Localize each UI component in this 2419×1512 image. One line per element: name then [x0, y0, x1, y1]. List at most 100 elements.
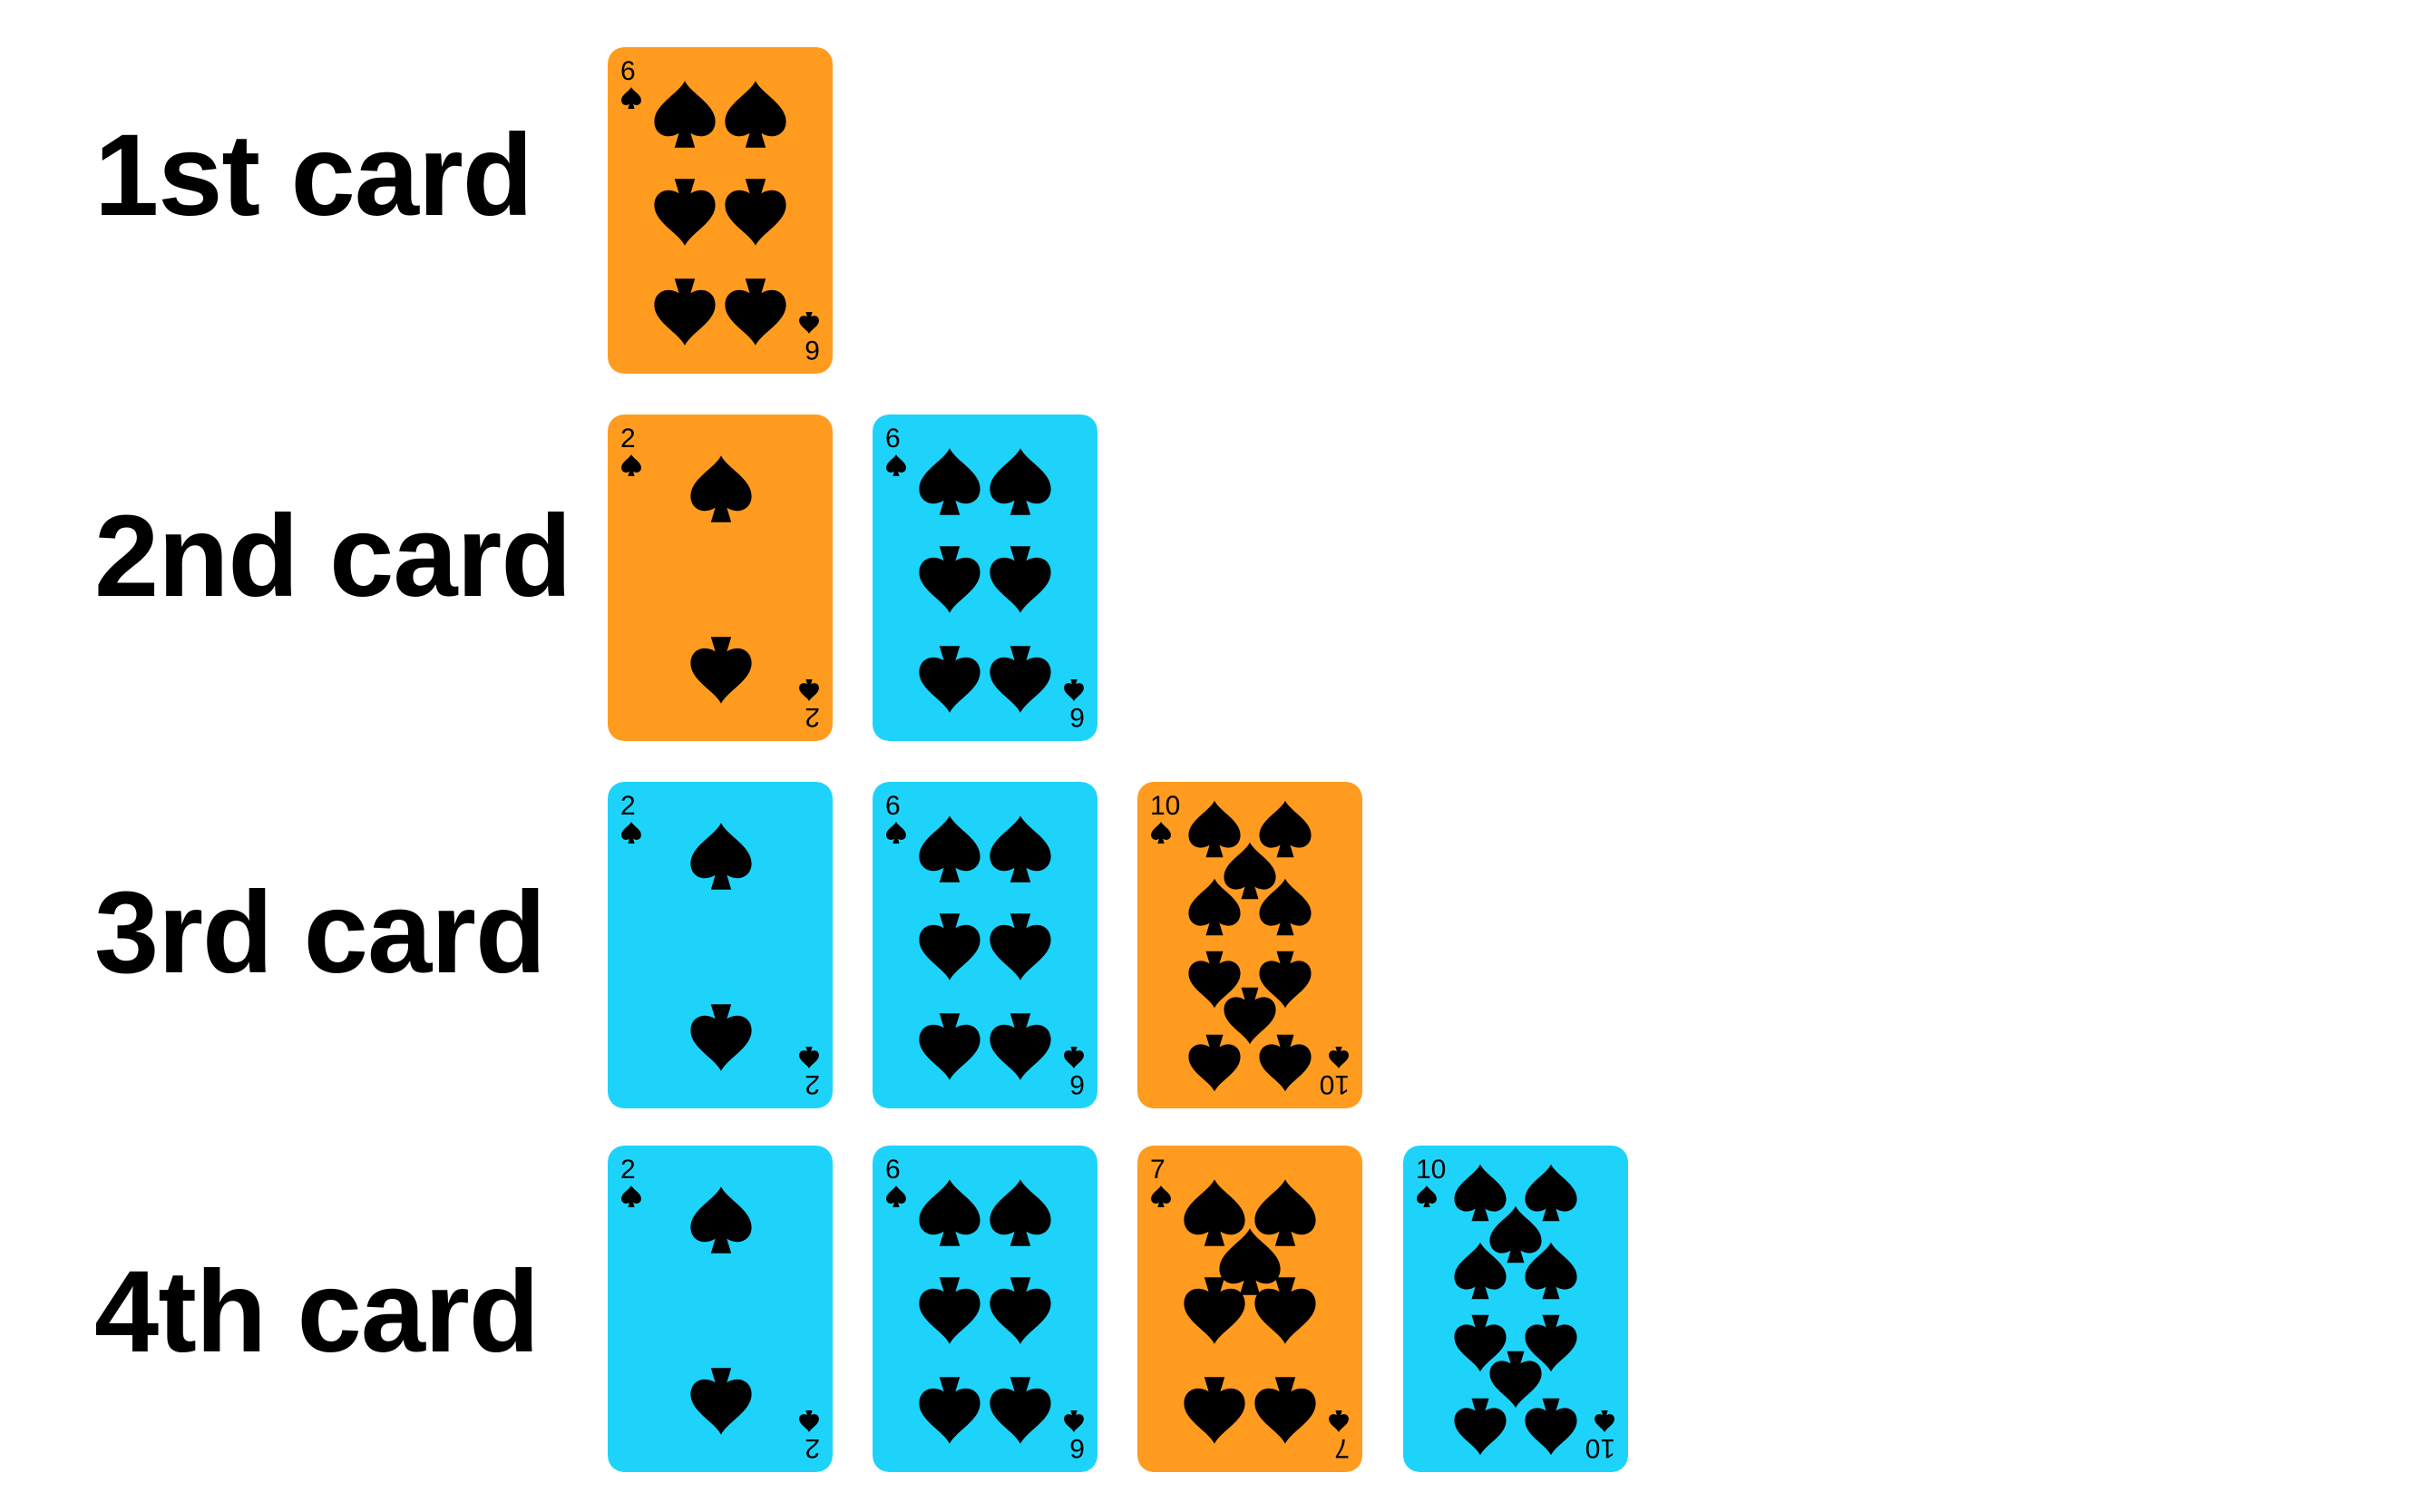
spade-icon [990, 448, 1051, 515]
spade-icon [654, 81, 716, 148]
spade-icon [725, 179, 786, 246]
spade-icon [1184, 1277, 1245, 1344]
spade-icon [1184, 1179, 1245, 1246]
card-background [608, 47, 833, 374]
spade-icon [799, 1410, 819, 1432]
spade-icon [654, 179, 716, 246]
spade-icon [690, 455, 752, 522]
corner-index-bottom: 10 [1585, 1410, 1615, 1463]
spade-icon [990, 1377, 1051, 1444]
corner-rank-bottom: 2 [805, 702, 820, 732]
spade-icon [1151, 1185, 1171, 1207]
card-background [1137, 782, 1362, 1108]
spade-icon [886, 1185, 906, 1207]
spade-icon [1525, 1398, 1577, 1456]
corner-index-bottom: 2 [799, 1047, 820, 1099]
spade-icon [690, 1004, 752, 1071]
spade-icon [690, 637, 752, 704]
corner-rank-top: 2 [620, 424, 636, 454]
spade-icon [1219, 1228, 1281, 1295]
corner-rank-top: 10 [1416, 1155, 1446, 1185]
spade-icon [1329, 1410, 1349, 1432]
spade-icon [1188, 1034, 1241, 1092]
spade-icon [1595, 1410, 1614, 1432]
spade-icon [725, 278, 786, 346]
corner-rank-bottom: 2 [805, 1069, 820, 1099]
spade-icon [1259, 1034, 1312, 1092]
spade-icon [990, 1179, 1051, 1246]
card-face: 10 10 [1403, 1146, 1628, 1472]
corner-index-bottom: 6 [1064, 1410, 1085, 1463]
spade-icon [990, 1277, 1051, 1344]
corner-rank-bottom: 10 [1320, 1069, 1350, 1099]
card-face: 66 [873, 1146, 1097, 1472]
card-face: 77 [1137, 1146, 1362, 1472]
corner-rank-bottom: 6 [1069, 1433, 1085, 1463]
spade-icon [799, 679, 819, 701]
corner-index-bottom: 10 [1320, 1047, 1350, 1099]
row-label-2: 2nd card [94, 492, 571, 621]
card-face: 22 [608, 415, 833, 741]
card-row3-3: 10 10 [1137, 782, 1362, 1108]
card-face: 66 [608, 47, 833, 374]
spade-icon [1329, 1047, 1349, 1068]
spade-icon [725, 81, 786, 148]
spade-icon [1525, 1242, 1577, 1300]
spade-icon [919, 913, 980, 980]
corner-rank-bottom: 6 [1069, 1069, 1085, 1099]
spade-icon [990, 913, 1051, 980]
spade-icon [1224, 842, 1276, 900]
corner-rank-bottom: 7 [1334, 1433, 1350, 1463]
spade-icon [1454, 1398, 1507, 1456]
spade-icon [919, 815, 980, 883]
spade-icon [1064, 1410, 1084, 1432]
corner-index-bottom: 6 [1064, 1047, 1085, 1099]
spade-icon [1184, 1377, 1245, 1444]
spade-icon [1489, 1205, 1542, 1263]
spade-icon [1188, 878, 1241, 936]
corner-rank-top: 6 [620, 56, 636, 86]
spade-icon [919, 1377, 980, 1444]
row-label-4: 4th card [94, 1247, 540, 1377]
spade-icon [1254, 1377, 1316, 1444]
spade-icon [621, 822, 641, 844]
spade-icon [919, 1277, 980, 1344]
card-background [1403, 1146, 1628, 1472]
spade-icon [990, 646, 1051, 713]
spade-icon [1417, 1185, 1437, 1207]
spade-icon [1224, 987, 1276, 1045]
spade-icon [1151, 822, 1171, 844]
card-background [873, 782, 1097, 1108]
spade-icon [690, 1186, 752, 1253]
card-row4-4: 10 10 [1403, 1146, 1628, 1472]
corner-index-bottom: 7 [1329, 1410, 1350, 1463]
spade-icon [1254, 1277, 1316, 1344]
spade-icon [990, 546, 1051, 613]
spade-icon [621, 87, 641, 109]
spade-icon [990, 815, 1051, 883]
card-background [608, 415, 833, 741]
spade-icon [1259, 878, 1312, 936]
spade-icon [990, 1013, 1051, 1080]
row-label-1: 1st card [94, 111, 533, 240]
corner-index-bottom: 2 [799, 1410, 820, 1463]
spade-icon [690, 823, 752, 890]
spade-icon [621, 1185, 641, 1207]
spade-icon [1188, 800, 1241, 858]
spade-icon [1188, 951, 1241, 1009]
card-face: 66 [873, 415, 1097, 741]
corner-rank-bottom: 2 [805, 1433, 820, 1463]
corner-rank-top: 10 [1150, 791, 1180, 821]
spade-icon [1254, 1179, 1316, 1246]
corner-rank-top: 6 [885, 791, 901, 821]
spade-icon [1525, 1164, 1577, 1222]
spade-icon [1454, 1164, 1507, 1222]
spade-icon [919, 448, 980, 515]
spade-icon [654, 278, 716, 346]
